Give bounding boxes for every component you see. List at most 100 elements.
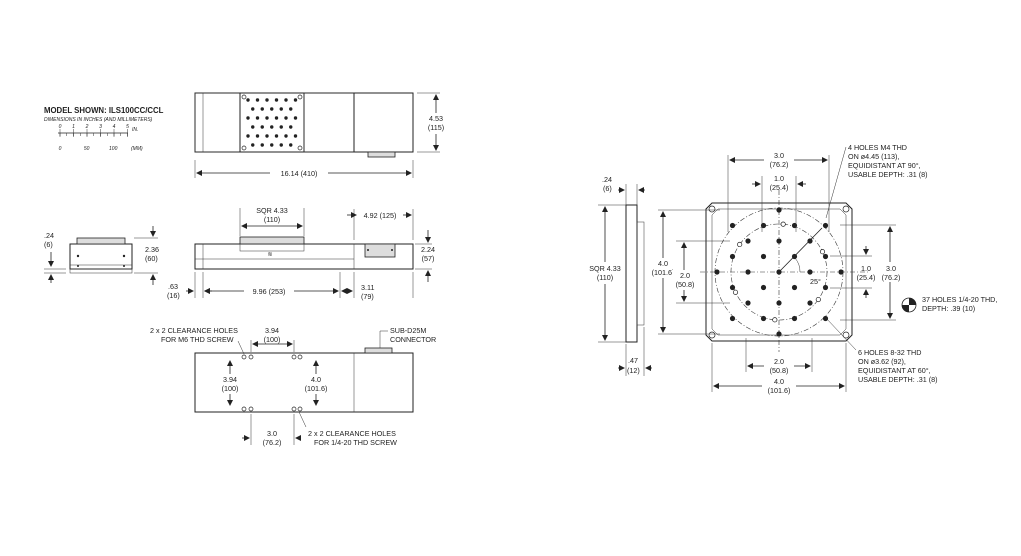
top-view: 16.14 (410) 4.53 (115) — [194, 92, 448, 178]
dim-spacing-top-mm: (100) — [264, 335, 281, 344]
threaded-hole — [776, 207, 782, 213]
threaded-hole — [807, 269, 813, 275]
threaded-hole — [776, 238, 782, 244]
dim-length-label: 16.14 (410) — [281, 169, 318, 178]
threaded-hole — [729, 284, 736, 291]
carriage-hole — [260, 143, 264, 147]
carriage-top — [239, 92, 305, 153]
sub-d-connector-bottom — [364, 347, 393, 354]
threaded-hole — [791, 315, 798, 322]
sub-d-connector-side — [364, 243, 396, 258]
m6-holes-label-1: 2 x 2 CLEARANCE HOLES — [150, 326, 238, 335]
dim-left-outer-mm: (101.6) — [652, 268, 675, 277]
m6-holes-label-2: FOR M6 THD SCREW — [161, 335, 234, 344]
pcd-hole — [819, 249, 826, 255]
carriage-hole — [270, 125, 274, 129]
carriage-hole — [246, 116, 250, 120]
platform-sqr-label: SQR 4.33 — [589, 264, 621, 273]
center-target-icon — [901, 297, 917, 313]
scale-inch-label: 2 — [85, 124, 89, 130]
scale-inch-label: 1 — [72, 124, 75, 130]
dim-bottom-outer-mm: (101.6) — [768, 386, 791, 395]
end-base-in: .24 — [44, 231, 54, 240]
carriage-hole — [251, 143, 255, 147]
pcd-hole — [737, 241, 743, 248]
connector-label-2: CONNECTOR — [390, 335, 436, 344]
scale-inch-label: 4 — [113, 124, 116, 130]
threaded-hole — [729, 315, 736, 322]
dim-right-inner-mm: (25.4) — [857, 273, 876, 282]
threaded-hole — [729, 253, 736, 260]
scale-inch-unit: IN. — [132, 127, 138, 133]
angle-label: 25° — [810, 277, 821, 286]
quarter-holes-label-1: 2 x 2 CLEARANCE HOLES — [308, 429, 396, 438]
pcd-hole — [780, 221, 786, 227]
end-base-mm: (6) — [44, 240, 53, 249]
pcd-hole — [732, 289, 739, 295]
carriage-hole — [270, 107, 274, 111]
carriage-hole — [279, 125, 283, 129]
carriage-hole — [255, 98, 260, 102]
dim-bottom-mm: (76.2) — [263, 438, 282, 447]
dim-offset-in: .63 — [168, 282, 178, 291]
dim-left-inner-in: 2.0 — [680, 271, 690, 280]
platform-side-profile: SQR 4.33 (110) .24 (6) .47 (12) — [585, 175, 652, 376]
carriage-hole — [284, 134, 288, 138]
threaded-hole — [745, 269, 751, 275]
scale-mm-label: 100 — [109, 146, 118, 152]
m4-holes-callout-3: EQUIDISTANT AT 90°, — [848, 161, 921, 170]
carriage-hole — [289, 125, 293, 129]
carriage-hole — [293, 116, 298, 120]
m4-holes-callout-1: 4 HOLES M4 THD — [848, 143, 907, 152]
dim-bottom-inner-in: 2.0 — [774, 357, 784, 366]
carriage-hole — [255, 134, 260, 138]
carriage-hole — [265, 98, 269, 102]
carriage-hole — [274, 134, 279, 138]
m4-holes-callout-4: USABLE DEPTH: .31 (8) — [848, 170, 928, 179]
dim-sqr-label: SQR 4.33 — [256, 206, 288, 215]
carriage-hole — [265, 116, 269, 120]
bottom-view: 3.94 (100) 2 x 2 CLEARANCE HOLES FOR M6 … — [150, 326, 436, 447]
corner-hole — [708, 205, 716, 213]
dim-width-mm: (115) — [428, 123, 444, 132]
corner-hole — [842, 331, 850, 339]
carriage-hole — [293, 134, 298, 138]
dim-travel-label: 9.96 (253) — [253, 287, 286, 296]
carriage-hole — [265, 134, 269, 138]
end-view: .24 (6) 2.36 (60) — [44, 226, 159, 285]
dim-right-label: 4.92 (125) — [364, 211, 397, 220]
motor-housing-top — [353, 92, 414, 153]
platform-top-mm: (6) — [603, 184, 612, 193]
platform-top-view: 25° 3.0 (76.2) 1.0 (25.4) 4.0 (101.6) 2.… — [648, 143, 997, 396]
carriage-hole — [284, 98, 288, 102]
carriage-hole — [289, 107, 293, 111]
threaded-hole — [745, 238, 751, 244]
carriage-hole — [270, 143, 274, 147]
platform-bottom-in: .47 — [628, 356, 638, 365]
dim-left-in: 3.94 — [223, 375, 237, 384]
threaded-hole — [791, 222, 798, 229]
carriage-hole — [293, 98, 298, 102]
scale-mm-label: 50 — [84, 146, 90, 152]
threaded-hole — [729, 222, 736, 229]
dim-top-mm: (76.2) — [770, 160, 789, 169]
dim-conn-mm: (79) — [361, 292, 374, 301]
threaded-hole — [760, 315, 767, 322]
scale-inch-label: 3 — [99, 124, 102, 130]
end-height-in: 2.36 — [145, 245, 159, 254]
side-view: ≋ SQR 4.33 (110) 4.92 (125) 2.24 (57) .6… — [167, 206, 435, 301]
carriage-hole — [274, 98, 279, 102]
carriage-hole — [246, 134, 250, 138]
carriage-hole — [279, 107, 283, 111]
corner-hole — [708, 331, 716, 339]
carriage-hole — [260, 107, 264, 111]
dim-bottom-in: 3.0 — [267, 429, 277, 438]
carriage-hole — [279, 143, 283, 147]
pcd-hole — [772, 317, 778, 323]
dim-right-mm: (101.6) — [305, 384, 328, 393]
carriage-hole — [246, 98, 250, 102]
dim-inner-mm: (25.4) — [770, 183, 789, 192]
carriage-hole — [274, 116, 279, 120]
